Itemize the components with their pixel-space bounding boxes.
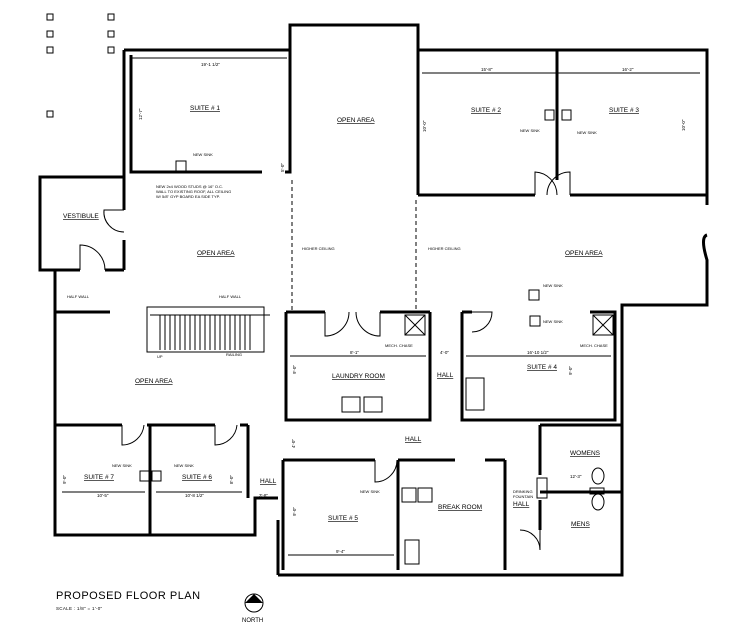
dimension-label: 9'-4" [336,549,345,554]
new-wall-note: NEW 2x4 WOOD STUDS @ 16" O.C. [156,184,223,189]
suite-4-label: SUITE # 4 [527,364,557,371]
higher-ceiling-note: HIGHER CEILING [302,246,335,251]
hall-label-b: HALL [405,436,422,443]
half-wall-note: HALF WALL [219,294,242,299]
dimension-label: 9'-0" [568,366,573,375]
open-area-left-label: OPEN AREA [197,250,235,257]
open-area-right-label: OPEN AREA [565,250,603,257]
dimension-label: 8'-0" [229,475,234,484]
dimension-label: 4'-0" [291,439,296,448]
new-sink-note: NEW SINK [577,130,597,135]
dimension-label: 12'-3" [570,474,582,479]
north-arrow [244,593,264,613]
dimension-label: 10'-0" [422,120,427,132]
new-sink-note: NEW SINK [543,319,563,324]
dimension-label: 5'-0" [280,163,285,172]
suite-1-label: SUITE # 1 [190,105,220,112]
suite-4-walls [460,310,617,422]
new-wall-note: WALL TO EXISTING ROOF, ALL CEILING [156,189,231,194]
plan-scale: SCALE : 1/8" = 1'-0" [56,606,103,611]
dimension-label: 9'-0" [62,475,67,484]
dimension-label: 4'-0" [440,350,449,355]
dimension-label: 16'-2" [622,67,634,72]
legend-markers [46,13,115,118]
dimension-label: 10'-5" [97,493,109,498]
open-area-lower-label: OPEN AREA [135,378,173,385]
plan-title: PROPOSED FLOOR PLAN [56,590,201,602]
stair-up-note: UP [157,354,163,359]
vestibule-walls [40,177,126,272]
dimension-label: 15'-8" [481,67,493,72]
hall-label-d: HALL [513,501,530,508]
dimension-label: 9'-0" [292,507,297,516]
suite-2-3-walls [418,50,707,197]
dimension-label: 10'-0" [681,119,686,131]
mens-label: MENS [571,521,590,528]
new-sink-note: NEW SINK [543,283,563,288]
suite-6-7-walls [55,423,250,535]
north-label: NORTH [242,618,264,624]
higher-ceiling-note: HIGHER CEILING [428,246,461,251]
drinking-fountain-note: DRINKING [513,489,533,494]
dimension-label: 3'-8" [259,493,268,498]
new-sink-note: NEW SINK [112,463,132,468]
sinks [139,109,572,482]
stair [55,306,270,353]
drinking-fountain-note: FOUNTAIN [513,494,533,499]
dimension-label: 19'-1 1/2" [201,62,220,67]
new-sink-note: NEW SINK [520,128,540,133]
new-sink-note: NEW SINK [174,463,194,468]
open-area-top-label: OPEN AREA [337,117,375,124]
mech-chase-note: MECH. CHASE [580,343,608,348]
suite-7-label: SUITE # 7 [84,474,114,481]
suite-2-label: SUITE # 2 [471,107,501,114]
new-sink-note: NEW SINK [193,152,213,157]
railing-note: RAILING [226,352,242,357]
suite-3-label: SUITE # 3 [609,107,639,114]
half-wall-note: HALF WALL [67,294,90,299]
dimension-label: 8'-1" [350,350,359,355]
title-block: PROPOSED FLOOR PLAN SCALE : 1/8" = 1'-0" [56,590,201,611]
lower-rooms-walls [281,423,622,570]
womens-label: WOMENS [570,450,601,457]
laundry-room-walls [284,310,432,422]
hall-label-c: HALL [260,478,277,485]
new-sink-note: NEW SINK [360,489,380,494]
suite-1-walls [129,50,292,174]
new-wall-note: W/ 5/8" GYP BOARD EA SIDE TYP. [156,194,220,199]
dimension-label: 9'-0" [292,365,297,374]
dimension-label: 16'-10 1/2" [527,350,549,355]
dimension-label: 12'-7" [138,108,143,120]
mech-chase-note: MECH. CHASE [385,343,413,348]
break-room-label: BREAK ROOM [438,504,482,511]
laundry-room-label: LAUNDRY ROOM [332,373,385,380]
vestibule-label: VESTIBULE [63,213,99,220]
suite-5-label: SUITE # 5 [328,515,358,522]
suite-6-label: SUITE # 6 [182,474,212,481]
hall-label-a: HALL [437,372,454,379]
higher-ceiling-area [291,50,420,312]
dimension-label: 10'-8 1/2" [185,493,204,498]
